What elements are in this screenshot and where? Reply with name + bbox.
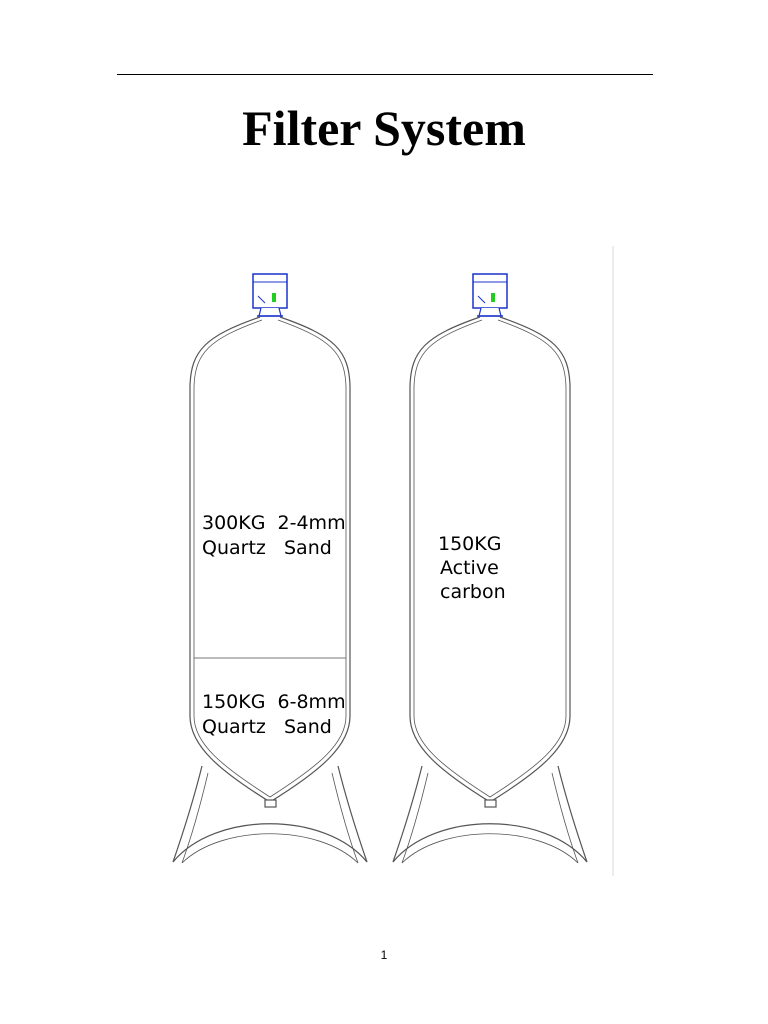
left-lower-layer-line2: Quartz Sand — [202, 716, 332, 738]
left-upper-layer-line2: Quartz Sand — [202, 537, 332, 559]
left-tank-valve-head — [252, 273, 288, 317]
tanks-drawing — [172, 246, 614, 876]
page-title: Filter System — [242, 100, 526, 156]
right-tank — [392, 273, 588, 864]
left-tank — [172, 273, 368, 864]
page-number: 1 — [380, 948, 388, 962]
left-upper-layer-line1: 300KG 2-4mm — [202, 512, 346, 534]
filter-tanks-diagram: 300KG 2-4mm Quartz Sand 150KG 6-8mm Quar… — [160, 246, 620, 876]
right-layer-line1: 150KG — [438, 533, 502, 555]
left-indicator-light — [272, 293, 276, 302]
right-layer-line2: Active — [440, 557, 499, 579]
right-tank-valve-head — [472, 273, 508, 317]
right-indicator-light — [491, 293, 495, 302]
left-lower-layer-line1: 150KG 6-8mm — [202, 691, 346, 713]
right-layer-line3: carbon — [440, 581, 506, 603]
left-valve-arrow-icon — [257, 295, 266, 304]
header-rule — [117, 74, 653, 75]
right-valve-arrow-icon — [477, 295, 486, 304]
